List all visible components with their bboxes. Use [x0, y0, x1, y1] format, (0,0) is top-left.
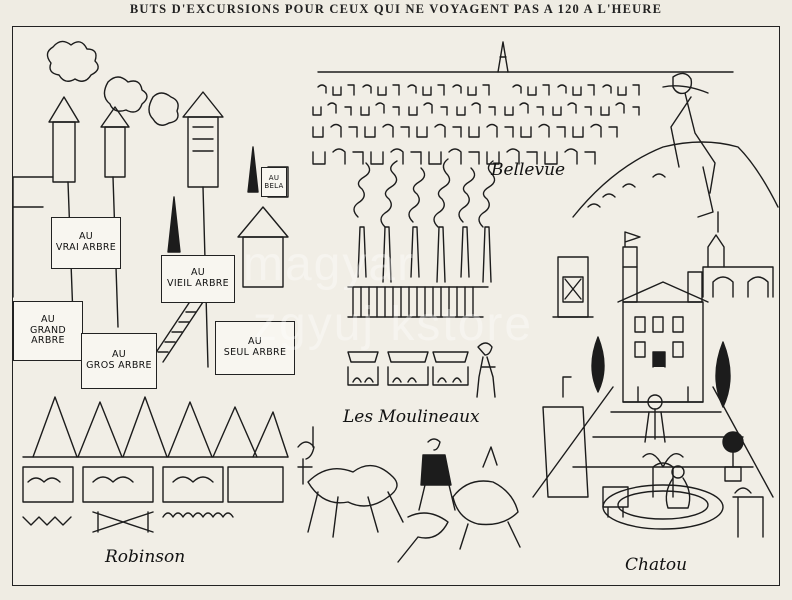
watermark-line2: zgyuj kstore	[253, 298, 534, 351]
sign-vrai-arbre-line1: AU	[78, 231, 94, 243]
sign-seul-arbre-line1: AU	[247, 336, 263, 348]
caption-robinson: Robinson	[105, 547, 186, 567]
caption-moulineaux: Les Moulineaux	[343, 407, 480, 427]
sign-gros-arbre-line1: AU	[111, 349, 127, 361]
sign-grand-arbre-line1: AU	[40, 313, 56, 325]
moulineaux-scene	[347, 158, 496, 398]
sign-vieil-arbre: AU VIEIL ARBRE	[161, 255, 235, 303]
sign-seul-arbre-line2: SEUL ARBRE	[223, 347, 287, 358]
caption-chatou: Chatou	[625, 555, 688, 575]
sign-seul-arbre: AU SEUL ARBRE	[215, 321, 295, 375]
bellevue-scene	[312, 41, 779, 218]
chatou-scene	[532, 211, 774, 538]
page-title: BUTS D'EXCURSIONS POUR CEUX QUI NE VOYAG…	[129, 2, 663, 16]
illustration-drawing	[13, 40, 779, 563]
sign-gros-arbre: AU GROS ARBRE	[81, 333, 157, 389]
sign-vrai-arbre-line2: VRAI ARBRE	[55, 242, 117, 253]
watermark-line1: magyar	[243, 238, 416, 291]
sign-vieil-arbre-line1: AU	[190, 267, 206, 279]
sign-grand-arbre-line2: GRAND ARBRE	[30, 324, 66, 347]
sign-vrai-arbre: AU VRAI ARBRE	[51, 217, 121, 269]
sign-bela: AU BELA	[261, 167, 287, 197]
illustration-frame: AU VRAI ARBRE AU VIEIL ARBRE AU GRAND AR…	[12, 26, 780, 586]
carousel-scene	[297, 426, 521, 563]
caption-bellevue: Bellevue	[491, 160, 566, 180]
sign-grand-arbre: AU GRAND ARBRE	[13, 301, 83, 361]
sign-vieil-arbre-line2: VIEIL ARBRE	[167, 278, 229, 289]
sign-gros-arbre-line2: GROS ARBRE	[86, 360, 152, 371]
sign-bela-text: AU BELA	[264, 173, 284, 190]
